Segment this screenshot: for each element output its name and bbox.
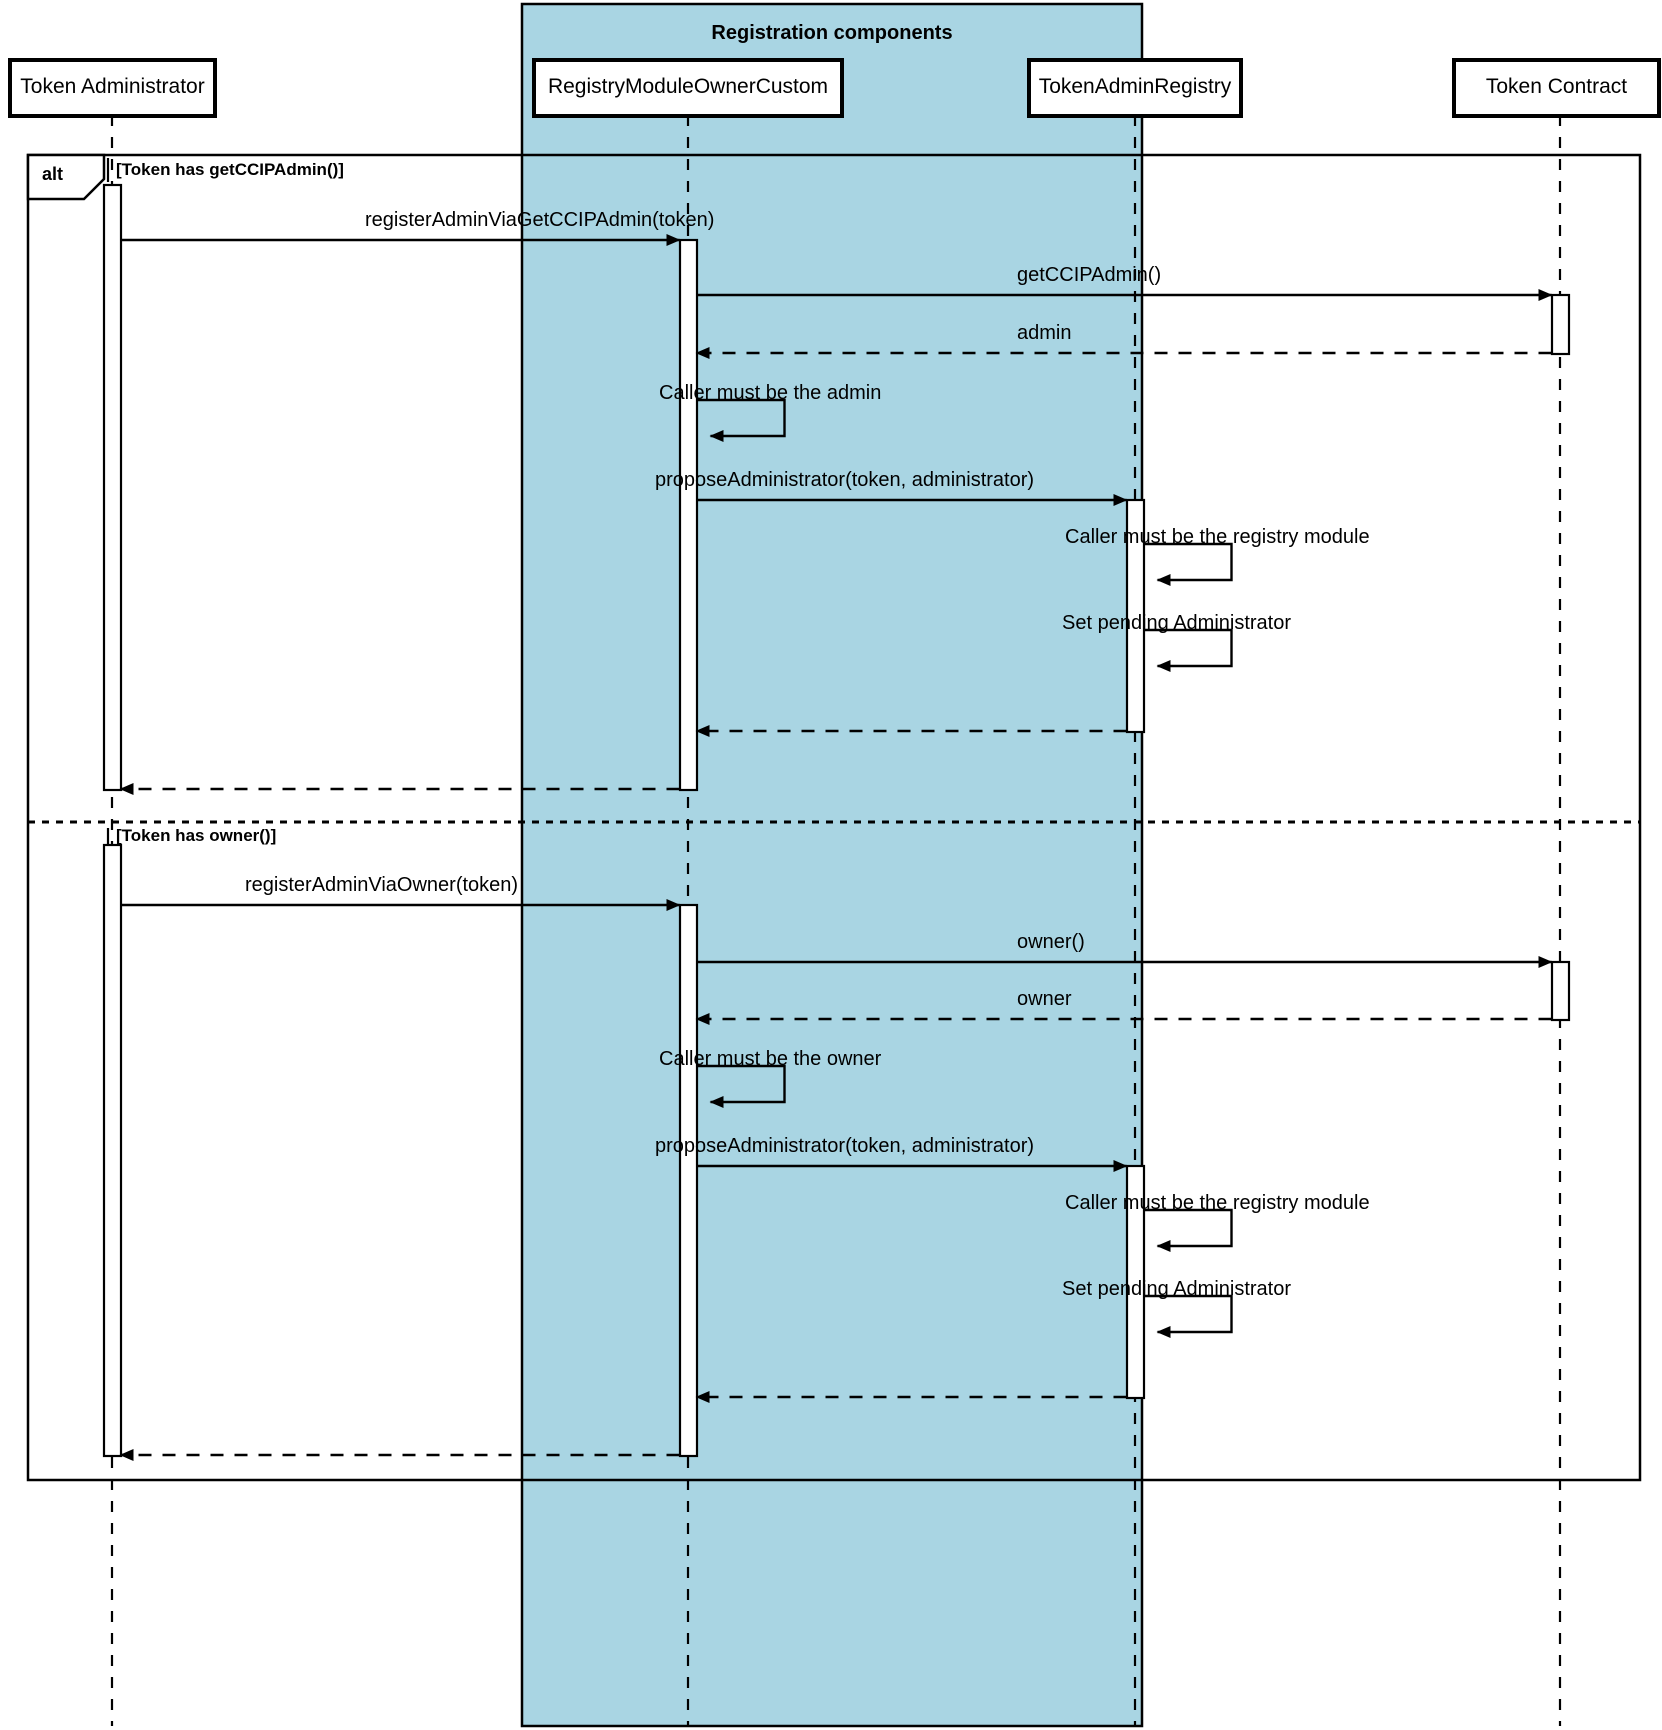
self-message-m13 <box>696 1064 786 1108</box>
activation-bar <box>1550 293 1571 356</box>
alt-operator-tab <box>26 153 106 201</box>
participant-box[interactable] <box>532 58 844 118</box>
message-label-m14: proposeAdministrator(token, administrato… <box>655 1135 1035 1157</box>
message-label-m3: admin <box>1017 322 1072 344</box>
alt-guard-0: [Token has getCCIPAdmin()] <box>116 160 344 179</box>
message-label-m6: Caller must be the registry module <box>1065 526 1370 548</box>
message-label-m15: Caller must be the registry module <box>1065 1192 1370 1214</box>
self-message-m16 <box>1143 1294 1233 1338</box>
alt-frame <box>26 153 1642 1482</box>
group-box <box>520 2 1144 1728</box>
group-box-title: Registration components <box>711 22 953 44</box>
participant-box[interactable] <box>1452 58 1661 118</box>
self-message-m6 <box>1143 542 1233 586</box>
message-label-m1: registerAdminViaGetCCIPAdmin(token) <box>365 209 715 231</box>
participant-label-token-contract: Token Contract <box>1485 75 1628 98</box>
message-label-m16: Set pending Administrator <box>1062 1278 1292 1300</box>
message-label-m2: getCCIPAdmin() <box>1017 264 1162 286</box>
self-message-m4 <box>696 398 786 442</box>
participant-box[interactable] <box>8 58 217 118</box>
activation-bar <box>1125 498 1146 734</box>
message-label-m11: owner() <box>1017 931 1085 953</box>
activation-bar <box>678 238 699 792</box>
activation-bar <box>102 183 123 792</box>
message-label-m7: Set pending Administrator <box>1062 612 1292 634</box>
self-message-m7 <box>1143 628 1233 672</box>
message-label-m4: Caller must be the admin <box>659 382 882 404</box>
message-label-m12: owner <box>1017 988 1072 1010</box>
participant-label-tokenadminregistry: TokenAdminRegistry <box>1038 75 1232 98</box>
message-label-m5: proposeAdministrator(token, administrato… <box>655 469 1035 491</box>
participant-box[interactable] <box>1027 58 1243 118</box>
activation-bar <box>1550 960 1571 1022</box>
message-label-m10: registerAdminViaOwner(token) <box>245 874 519 896</box>
activation-bar <box>102 843 123 1458</box>
participant-label-token-administrator: Token Administrator <box>20 75 205 98</box>
alt-guard-1: [Token has owner()] <box>116 826 277 845</box>
activation-bar <box>678 903 699 1458</box>
self-message-m15 <box>1143 1208 1233 1252</box>
participant-label-registrymoduleownercustom: RegistryModuleOwnerCustom <box>547 75 829 98</box>
alt-operator-label: alt <box>42 164 64 184</box>
message-label-m13: Caller must be the owner <box>659 1048 882 1070</box>
activation-bar <box>1125 1164 1146 1400</box>
